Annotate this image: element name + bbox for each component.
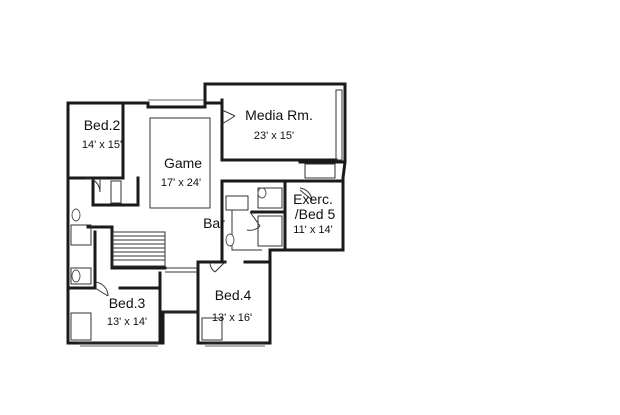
room-media-dims: 23' x 15': [254, 130, 294, 142]
door-bed3: [94, 281, 109, 297]
room-bed2-dims: 14' x 15': [82, 139, 122, 151]
room-exerc-dims: 11' x 14': [293, 224, 332, 236]
doors: [85, 109, 313, 297]
stair-wall: [110, 225, 167, 270]
room-bed4-name: Bed.4: [215, 287, 252, 303]
toilets: [71, 187, 267, 283]
closet-bed2: [110, 180, 122, 204]
room-bed3-dims: 13' x 14': [107, 316, 147, 328]
room-game-name: Game: [164, 155, 202, 171]
room-bed2-name: Bed.2: [84, 117, 121, 133]
room-labels: Bed.2 14' x 15' Game 17' x 24' Media Rm.…: [82, 107, 336, 328]
room-bed3-name: Bed.3: [109, 295, 146, 311]
door-bath: [246, 211, 261, 231]
toilet-center: [225, 233, 235, 247]
closet-wall: [91, 176, 140, 207]
door-media: [221, 109, 236, 125]
room-media-name: Media Rm.: [245, 107, 313, 123]
room-bar-name: Bar: [203, 215, 225, 231]
closet-exerc: [304, 163, 336, 179]
door-bed4: [209, 261, 226, 273]
closet-bed3: [70, 312, 92, 341]
toilet-left-lower: [71, 269, 81, 283]
room-game-dims: 17' x 24': [161, 177, 201, 189]
toilet-right: [257, 187, 267, 199]
vanity-center: [257, 187, 283, 209]
vanity-left: [70, 267, 92, 285]
toilet-left-upper: [71, 208, 81, 222]
room-bed4-dims: 13' x 16': [212, 312, 252, 324]
media-room-wall: [220, 98, 338, 162]
closet-bed4: [201, 317, 223, 341]
stairs: [112, 231, 166, 267]
shower-center: [257, 215, 283, 247]
walls: [66, 82, 347, 345]
door-bed2: [85, 177, 101, 193]
outer-wall: [66, 82, 347, 345]
room-exerc-name-2: /Bed 5: [295, 206, 336, 222]
closet-media: [335, 89, 343, 161]
tub-left: [70, 224, 92, 246]
door-exerc: [299, 187, 313, 201]
tub-center: [225, 195, 249, 211]
room-exerc-name: Exerc.: [293, 191, 333, 207]
game-room-outline: [149, 117, 211, 209]
bar-counter: [231, 210, 262, 251]
thin-lines: [70, 89, 343, 347]
